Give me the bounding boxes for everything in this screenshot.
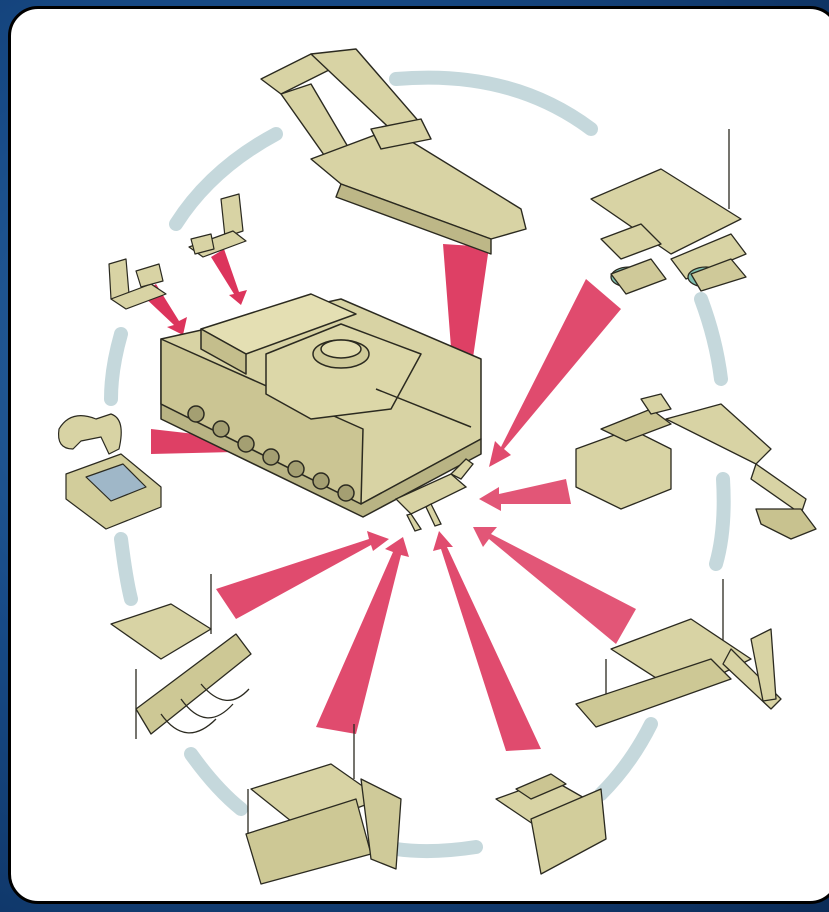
ring-segment [716,479,724,564]
dozer-blade-icon [496,774,606,874]
ring-segment [111,334,121,399]
arrow [489,279,621,467]
ring-segment [396,847,476,851]
ring-segment [121,539,131,599]
ring-segment [701,299,721,379]
ring-segment [396,78,591,129]
ring-segment [191,754,241,809]
arrow [211,249,247,305]
ring-segment [601,724,651,794]
modular-vehicle-diagram [11,9,829,904]
remote-control-icon [59,414,161,529]
arrow [216,531,389,619]
arrow [473,527,636,644]
arrow [479,479,571,511]
diagram-panel [8,6,829,904]
mine-roller-icon [591,129,746,294]
mine-plough-icon [246,724,401,884]
excavator-arm-icon [576,394,816,539]
